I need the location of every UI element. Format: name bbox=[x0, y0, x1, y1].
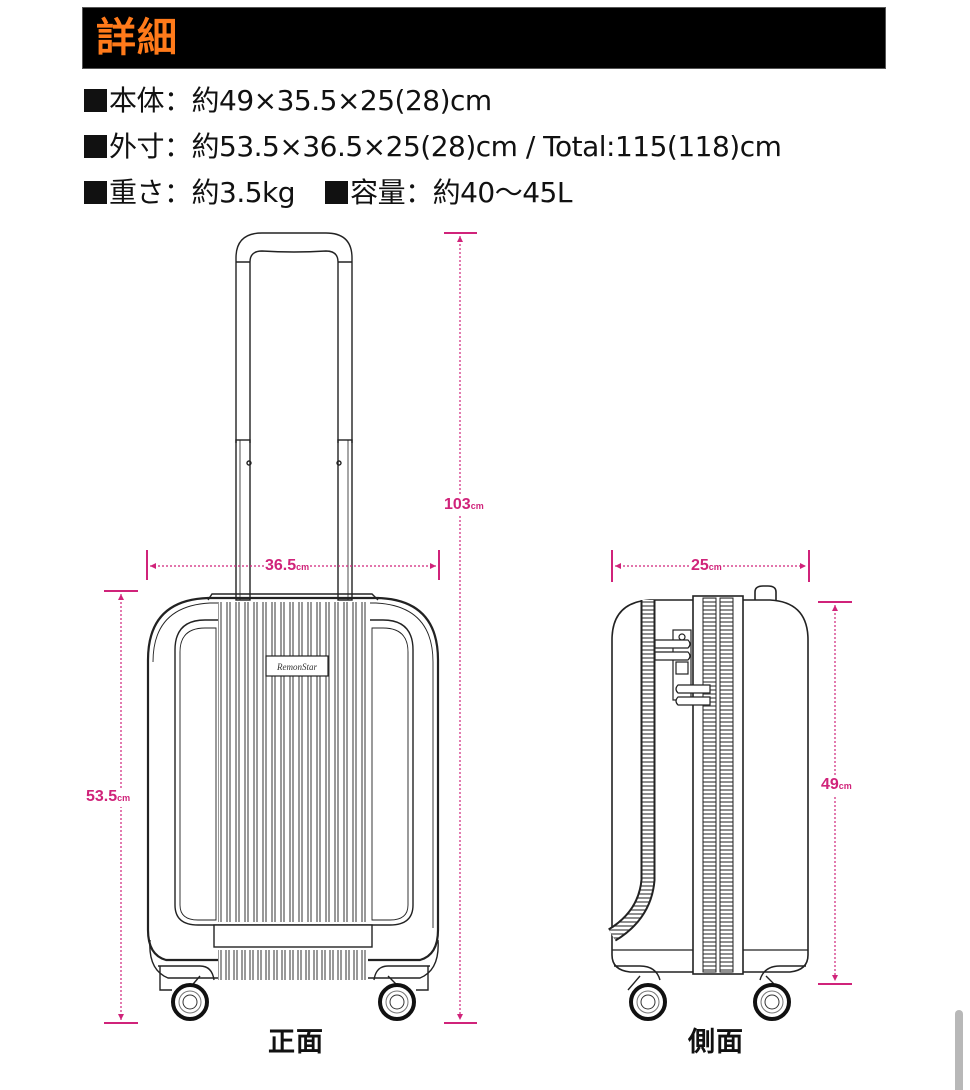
spec-separator: ： bbox=[164, 130, 192, 163]
front-view-drawing bbox=[146, 232, 440, 962]
side-view-label: 側面 bbox=[688, 1027, 744, 1058]
spec-label: 重さ bbox=[109, 176, 165, 209]
front-wheels bbox=[171, 983, 416, 1021]
section-header: 詳細 bbox=[82, 7, 886, 69]
front-view-label: 正面 bbox=[268, 1027, 324, 1058]
square-bullet-icon bbox=[84, 89, 107, 112]
side-wheels bbox=[629, 983, 791, 1021]
brand-plate bbox=[265, 655, 329, 677]
dimension-side-height: 49cm bbox=[820, 776, 853, 795]
vertical-scrollbar[interactable] bbox=[955, 1010, 963, 1090]
spec-value: 約49×35.5×25(28)cm bbox=[191, 84, 493, 117]
dimension-side-depth: 25cm bbox=[690, 557, 723, 576]
dimension-front-width: 36.5cm bbox=[264, 557, 311, 576]
brand-plate-text: RemonStar bbox=[276, 662, 317, 672]
square-bullet-icon bbox=[325, 181, 349, 204]
dimension-total-height: 103cm bbox=[443, 496, 485, 515]
spec-separator: ： bbox=[405, 176, 433, 209]
spec-value: 約3.5kg bbox=[191, 176, 296, 209]
spec-separator: ： bbox=[164, 176, 192, 209]
dimension-front-height: 53.5cm bbox=[85, 788, 132, 807]
square-bullet-icon bbox=[84, 181, 107, 204]
spec-label: 外寸 bbox=[109, 130, 165, 163]
spec-value: 約53.5×36.5×25(28)cm / Total:115(118)cm bbox=[191, 130, 782, 163]
spec-label: 容量 bbox=[350, 176, 406, 209]
spec-value: 約40〜45L bbox=[432, 176, 573, 209]
spec-label: 本体 bbox=[109, 84, 165, 117]
section-title: 詳細 bbox=[96, 15, 178, 61]
spec-separator: ： bbox=[164, 84, 192, 117]
spec-body-size: 本体：約49×35.5×25(28)cm bbox=[84, 84, 492, 118]
square-bullet-icon bbox=[84, 135, 107, 158]
spec-outer-size: 外寸：約53.5×36.5×25(28)cm / Total:115(118)c… bbox=[84, 130, 782, 164]
